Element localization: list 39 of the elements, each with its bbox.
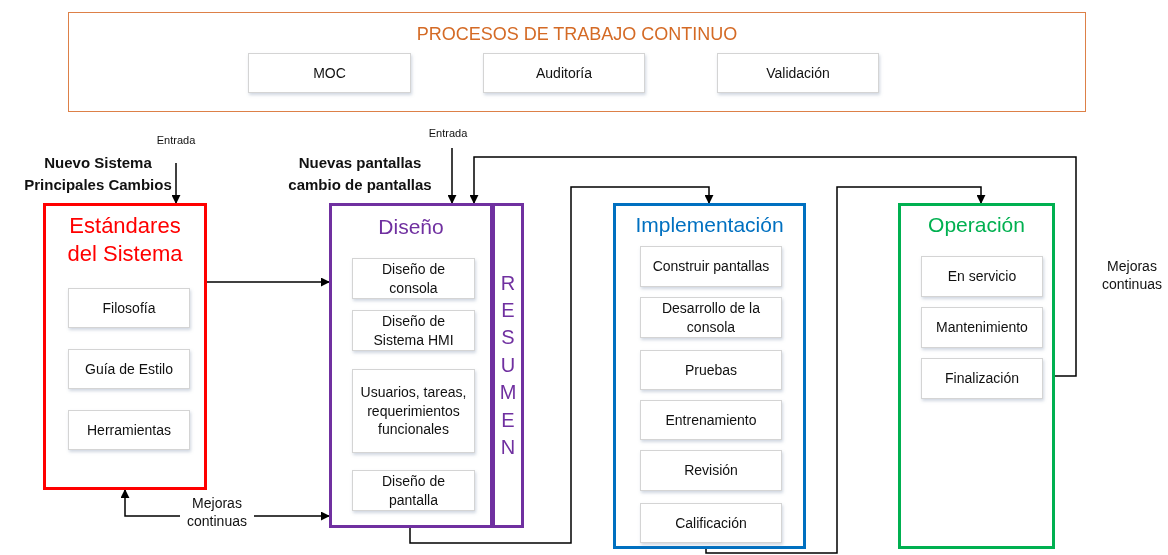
group-panel: [613, 203, 806, 549]
process-box: Filosofía: [68, 288, 190, 328]
process-box: MOC: [248, 53, 411, 93]
process-box: Validación: [717, 53, 879, 93]
process-box: Herramientas: [68, 410, 190, 450]
group-panel: [68, 12, 1086, 112]
arrow: [705, 186, 986, 554]
arrow: [409, 186, 714, 544]
label-panel: [492, 203, 524, 528]
arrow: [469, 156, 1077, 377]
input-note: Nuevas pantallas cambio de pantallas: [287, 153, 433, 195]
group-heading: Implementación: [634, 212, 785, 238]
group-heading: Diseño: [377, 214, 445, 240]
process-box: Desarrollo de la consola: [640, 297, 782, 338]
vertical-heading: RESUMEN: [498, 270, 518, 460]
process-box: Finalización: [921, 358, 1043, 399]
arrow: [447, 147, 457, 204]
process-box: Pruebas: [640, 350, 782, 390]
group-panel: [329, 203, 493, 528]
process-box: Mantenimiento: [921, 307, 1043, 348]
process-box: Diseño de Sistema HMI: [352, 310, 475, 351]
group-heading: Estándares del Sistema: [66, 212, 184, 267]
process-box: Guía de Estilo: [68, 349, 190, 389]
arrow: [206, 277, 330, 287]
process-box: Construir pantallas: [640, 246, 782, 287]
group-heading: Operación: [927, 212, 1026, 238]
process-box: Entrenamiento: [640, 400, 782, 440]
process-box: Usuarios, tareas, requerimientos funcionales: [352, 369, 475, 453]
process-box: Diseño de pantalla: [352, 470, 475, 511]
process-box: Auditoría: [483, 53, 645, 93]
group-panel: [43, 203, 207, 490]
process-box: En servicio: [921, 256, 1043, 297]
process-box: Diseño de consola: [352, 258, 475, 299]
arrow: [171, 162, 181, 204]
input-note: Nuevo Sistema Principales Cambios: [23, 153, 173, 195]
group-heading: PROCESOS DE TRABAJO CONTINUO: [415, 23, 739, 46]
group-panel: [898, 203, 1055, 549]
process-box: Revisión: [640, 450, 782, 491]
process-box: Calificación: [640, 503, 782, 543]
